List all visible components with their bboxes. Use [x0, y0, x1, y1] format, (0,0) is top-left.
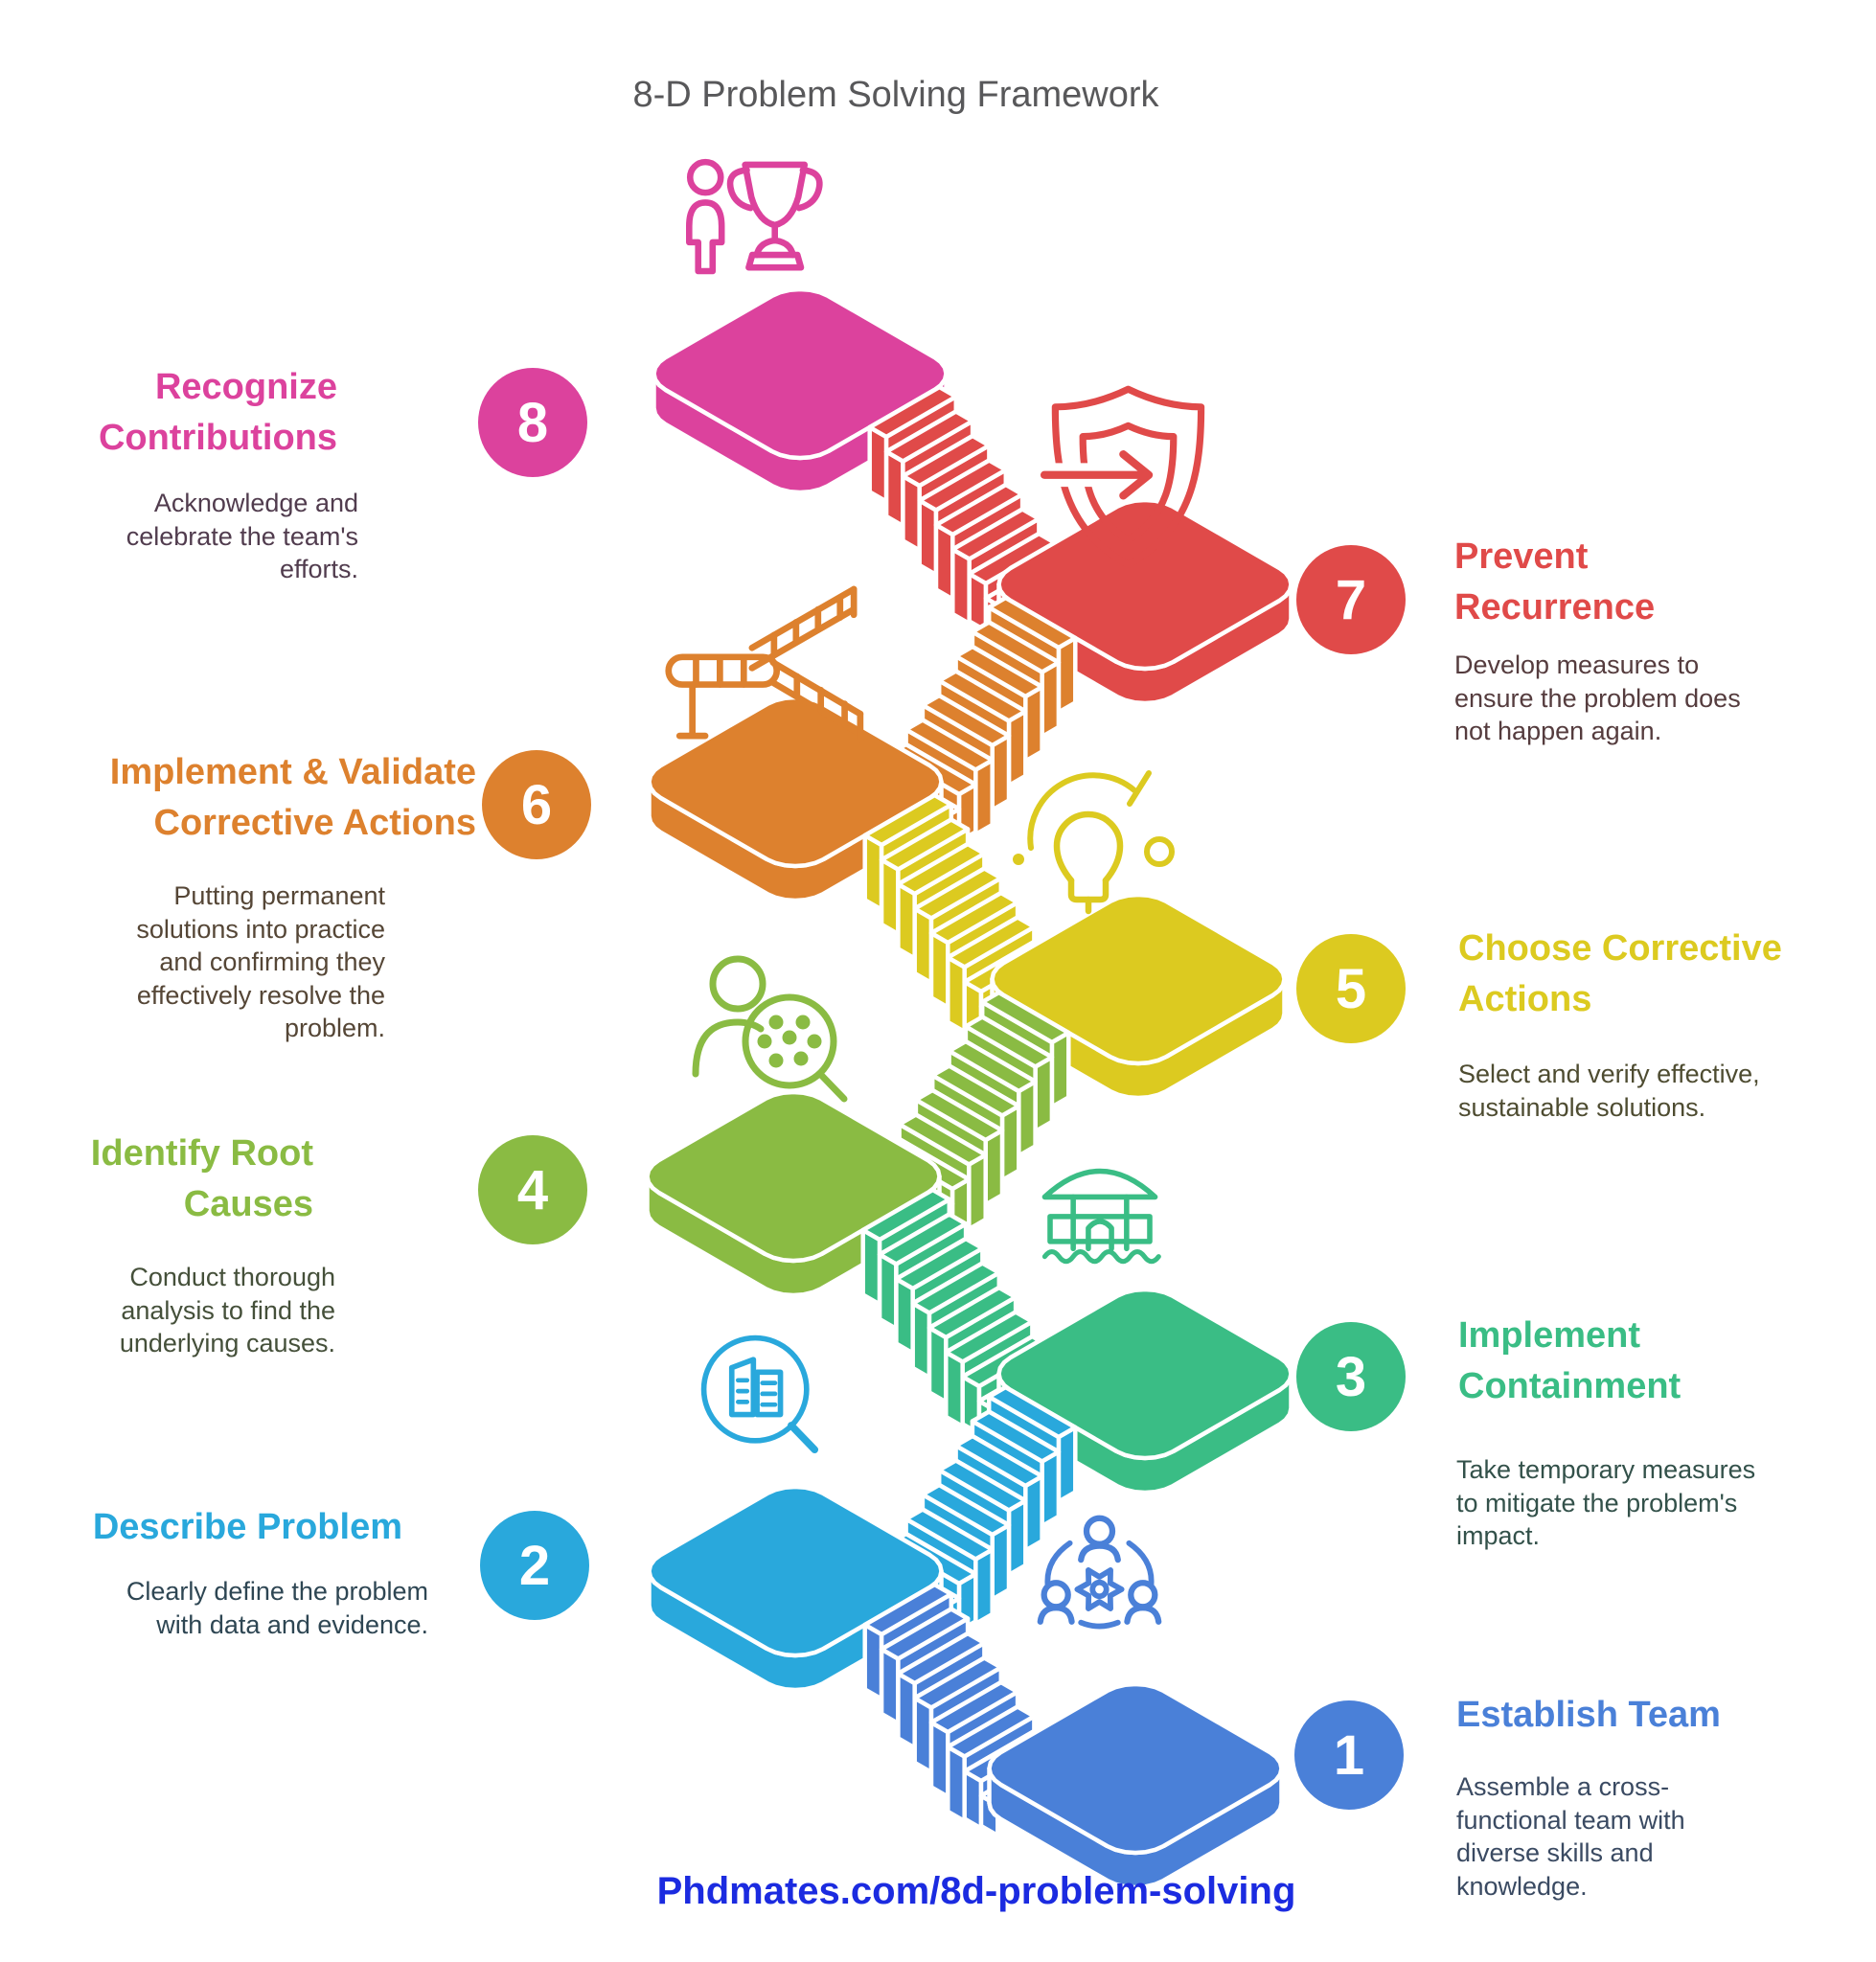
footer-url-text: Phdmates.com/8d-problem-solving	[656, 1870, 1296, 1912]
page-title: 8-D Problem Solving Framework	[632, 75, 1159, 115]
step-6-badge: 6	[482, 750, 591, 859]
document-magnifier-icon	[700, 1335, 819, 1453]
lightbulb-icon	[1013, 770, 1175, 915]
step-7-description: Develop measures to ensure the problem d…	[1454, 650, 1741, 746]
step-2-description: Clearly define the problem with data and…	[126, 1577, 428, 1639]
step-8-title: Recognize Contributions	[98, 367, 337, 459]
step-4-description: Conduct thorough analysis to find the un…	[119, 1263, 335, 1358]
step-2-title: Describe Problem	[92, 1507, 402, 1547]
stilt-house-icon	[1041, 1168, 1161, 1265]
team-gear-icon	[1037, 1515, 1162, 1630]
step-2-badge: 2	[480, 1511, 589, 1620]
step-7-title: Prevent Recurrence	[1454, 536, 1656, 628]
step-8-badge: 8	[478, 368, 587, 477]
step-4-badge: 4	[478, 1135, 587, 1244]
person-magnifier-icon	[692, 955, 848, 1103]
step-1-title: Establish Team	[1456, 1695, 1721, 1735]
step-6-description: Putting permanent solutions into practic…	[136, 881, 385, 1043]
step-5-title: Choose Corrective Actions	[1458, 928, 1782, 1020]
step-6-title: Implement & Validate Corrective Actions	[109, 752, 476, 844]
step-4-title: Identify Root Causes	[90, 1133, 313, 1225]
step-3-title: Implement Containment	[1458, 1315, 1682, 1407]
step-5-description: Select and verify effective, sustainable…	[1458, 1060, 1760, 1122]
step-1-description: Assemble a cross- functional team with d…	[1456, 1772, 1685, 1901]
step-3-description: Take temporary measures to mitigate the …	[1456, 1455, 1756, 1551]
step-1-badge: 1	[1294, 1700, 1404, 1810]
step-8-description: Acknowledge and celebrate the team's eff…	[126, 489, 358, 584]
trophy-person-icon	[686, 158, 823, 275]
step-5-badge: 5	[1296, 934, 1406, 1043]
step-7-badge: 7	[1296, 545, 1406, 654]
shield-arrow-icon	[1030, 385, 1205, 568]
step-3-badge: 3	[1296, 1322, 1406, 1431]
stairs-railing-icon	[665, 585, 864, 743]
